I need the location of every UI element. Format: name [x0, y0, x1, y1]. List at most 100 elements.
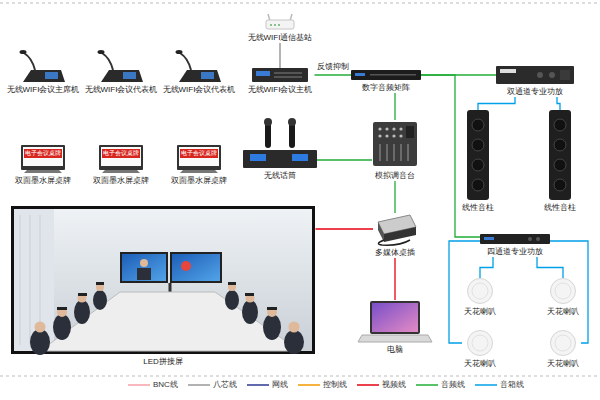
device-label: 数字音频矩阵 [351, 83, 421, 93]
legend-swatch [357, 381, 379, 389]
cable-connector [394, 93, 395, 120]
desk-plate-icon [177, 145, 221, 173]
laptop-icon [358, 301, 432, 342]
edge-label: 反馈抑制 [316, 62, 350, 72]
legend-item: 音频线 [416, 380, 465, 390]
legend-item: 音箱线 [475, 380, 524, 390]
border-dash [0, 376, 600, 377]
device-label: 天花喇叭 [545, 359, 581, 369]
device-node: LED拼接屏 [11, 206, 316, 367]
legend-text: 音频线 [441, 380, 465, 390]
device-node: 线性音柱 [542, 110, 578, 213]
legend-swatch [128, 381, 150, 389]
multimedia-socket-icon [378, 215, 416, 245]
device-label: 天花喇叭 [462, 307, 498, 317]
ceiling-speaker-icon [468, 279, 576, 356]
led-wall-photo [11, 206, 315, 355]
legend-item: 网线 [247, 380, 288, 390]
legend-text: BNC线 [153, 380, 178, 390]
chairman-mic-icon [20, 50, 66, 82]
device-node: 模拟调音台 [372, 120, 418, 181]
wireless-mic-icon [243, 118, 317, 168]
device-node: 天花喇叭 [545, 278, 581, 317]
desk-plate-icon [21, 145, 65, 173]
legend-item: 控制线 [298, 380, 347, 390]
legend-item: BNC线 [128, 380, 178, 390]
cable-connector [315, 74, 352, 75]
legend-swatch [475, 381, 497, 389]
device-label: 双面墨水屏桌牌 [169, 176, 229, 186]
delegate-mic-icon [98, 50, 144, 82]
desk-plate-icon [99, 145, 143, 173]
device-label: LED拼接屏 [11, 357, 316, 367]
device-node: 无线WIFI会议主席机 [5, 50, 82, 95]
four-channel-amp-icon [480, 234, 550, 244]
cable-connector [316, 228, 374, 229]
plate-screen-text: 电子会议桌牌 [102, 149, 140, 158]
legend-swatch [188, 381, 210, 389]
base-station-icon [266, 14, 294, 29]
device-label: 模拟调音台 [372, 171, 418, 181]
device-label: 无线WIFI通信基站 [246, 33, 315, 43]
device-node: 电脑 [358, 300, 432, 355]
device-label: 无线WIFI会议主席机 [5, 85, 82, 95]
device-node: 无线话筒 [243, 118, 317, 181]
device-label: 无线WIFI会议主机 [246, 85, 315, 95]
digital-matrix-icon [351, 70, 421, 80]
legend-item: 八芯线 [188, 380, 237, 390]
device-label: 线性音柱 [542, 203, 578, 213]
device-label: 天花喇叭 [462, 359, 498, 369]
mixer-icon [373, 122, 417, 166]
legend-text: 网线 [272, 380, 288, 390]
legend-swatch [298, 381, 320, 389]
device-node: 数字音频矩阵 [351, 70, 421, 93]
device-label: 双通道专业功放 [496, 87, 574, 97]
cable-connector [394, 181, 395, 213]
legend-text: 视频线 [382, 380, 406, 390]
device-label: 天花喇叭 [545, 307, 581, 317]
legend: BNC线 八芯线 网线 控制线 视频线 音频线 音箱线 [128, 380, 534, 390]
device-label: 四通道专业功放 [480, 247, 550, 257]
device-node: 线性音柱 [460, 110, 496, 213]
line-array-speaker-icon [467, 110, 489, 200]
cable-connector [279, 43, 280, 68]
cable-connector [394, 258, 395, 300]
device-node: 天花喇叭 [545, 330, 581, 369]
conference-host-icon [252, 68, 308, 82]
legend-text: 八芯线 [213, 380, 237, 390]
device-node: 四通道专业功放 [480, 234, 550, 257]
line-array-speaker-icon [549, 110, 571, 200]
device-node: 无线WIFI通信基站 [246, 18, 315, 43]
device-node: 无线WIFI会议代表机 [83, 50, 160, 95]
device-label: 无线话筒 [243, 171, 317, 181]
plate-screen-text: 电子会议桌牌 [24, 149, 62, 158]
cable-connector [478, 97, 515, 110]
two-channel-amp-icon [496, 66, 574, 84]
cable-connector [557, 97, 560, 110]
legend-text: 控制线 [323, 380, 347, 390]
device-node: 天花喇叭 [462, 330, 498, 369]
cable-connector [449, 241, 480, 343]
delegate-mic-icon [176, 50, 222, 82]
device-node: 无线WIFI会议主机 [246, 68, 315, 95]
device-label: 双面墨水屏桌牌 [13, 176, 73, 186]
device-label: 线性音柱 [460, 203, 496, 213]
device-node: 多媒体桌插 [373, 213, 417, 258]
device-label: 双面墨水屏桌牌 [91, 176, 151, 186]
device-node: 天花喇叭 [462, 278, 498, 317]
plate-screen-text: 电子会议桌牌 [180, 149, 218, 158]
device-node: 无线WIFI会议代表机 [161, 50, 238, 95]
legend-swatch [247, 381, 269, 389]
legend-item: 视频线 [357, 380, 406, 390]
legend-text: 音箱线 [500, 380, 524, 390]
device-label: 多媒体桌插 [373, 248, 417, 258]
cable-connector [537, 257, 563, 278]
cable-connector [317, 159, 372, 160]
cable-connector [550, 241, 588, 343]
device-label: 无线WIFI会议代表机 [83, 85, 160, 95]
cable-connector [480, 257, 493, 278]
border-dash [0, 3, 600, 4]
